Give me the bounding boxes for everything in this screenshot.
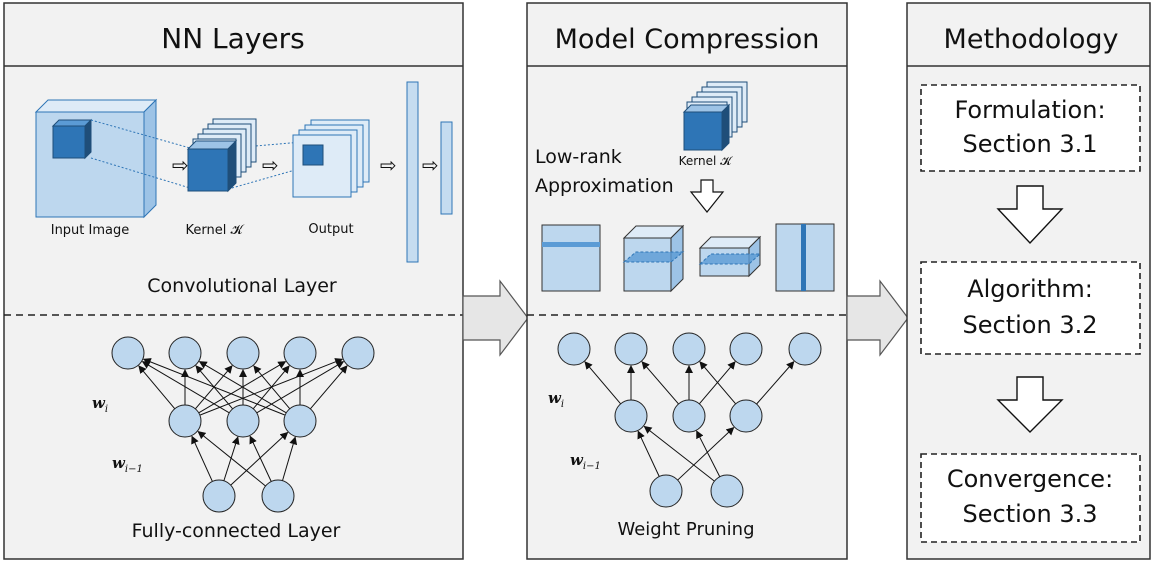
- kernel-label: Kernel 𝓚: [185, 223, 244, 238]
- edge-arrow: [253, 365, 291, 410]
- flow-arrow-icon: ⇨: [422, 153, 439, 177]
- weight-label-wi: wi: [548, 389, 564, 410]
- edge-arrow: [310, 365, 348, 410]
- neuron-node: [226, 336, 260, 370]
- methodology-title: Methodology: [944, 24, 1119, 55]
- neuron-node: [729, 399, 763, 433]
- edge-arrow: [230, 431, 289, 486]
- big-arrow-icon: [462, 279, 529, 357]
- neuron-node: [614, 332, 648, 366]
- edge-arrow: [198, 361, 287, 414]
- edge-arrow: [141, 361, 230, 414]
- down-arrow-icon: [689, 179, 725, 213]
- edge-arrow: [696, 430, 721, 477]
- neuron-node: [226, 404, 260, 438]
- weight-label-wi-1: wi−1: [570, 451, 601, 472]
- weight-label-wi: wi: [92, 394, 108, 415]
- decomp-tensor-slice: [622, 224, 685, 293]
- down-arrow-icon: [996, 376, 1064, 433]
- edge-group: [584, 361, 795, 482]
- model-compression-panel: Model Compression Low-rank Approximation…: [526, 2, 848, 560]
- edge-arrow: [637, 430, 660, 477]
- edge-arrow: [197, 431, 266, 487]
- edge-group: [138, 358, 348, 487]
- big-arrow-icon: [846, 279, 909, 357]
- step-algorithm: Algorithm: Section 3.2: [920, 261, 1141, 355]
- neuron-node: [649, 474, 683, 508]
- edge-arrow: [138, 365, 176, 410]
- flatten-layer-bar: [406, 81, 419, 263]
- kernel-label-small: Kernel 𝓚: [679, 154, 734, 168]
- input-image-label: Input Image: [51, 223, 130, 238]
- weight-pruning-caption: Weight Pruning: [617, 519, 754, 540]
- nn-layers-panel: NN Layers Input Image ⇨: [3, 2, 464, 560]
- step-convergence: Convergence: Section 3.3: [920, 453, 1141, 543]
- input-image: [34, 98, 158, 219]
- neuron-node: [341, 336, 375, 370]
- step-title: Formulation:: [954, 96, 1105, 124]
- step-formulation: Formulation: Section 3.1: [920, 84, 1141, 172]
- neuron-node: [168, 404, 202, 438]
- step-section: Section 3.2: [963, 311, 1098, 339]
- edge-arrow: [641, 361, 679, 405]
- edge-arrow: [223, 436, 240, 481]
- step-title: Convergence:: [947, 465, 1113, 493]
- edge-arrow: [584, 361, 622, 405]
- dense-layer-bar: [440, 121, 453, 215]
- flow-arrow-icon: ⇨: [262, 153, 279, 177]
- lowrank-label-line2: Approximation: [535, 175, 674, 197]
- neuron-node: [672, 332, 706, 366]
- neuron-node: [729, 332, 763, 366]
- neuron-node: [283, 336, 317, 370]
- decomp-matrix-col: [775, 223, 835, 292]
- edge-arrow: [191, 435, 213, 482]
- projection-lines: [90, 119, 303, 189]
- kernel-stack: [186, 118, 257, 193]
- lowrank-label-line1: Low-rank: [535, 146, 622, 168]
- weight-label-wi-1: wi−1: [112, 454, 143, 475]
- neuron-node: [614, 399, 648, 433]
- step-section: Section 3.3: [963, 500, 1098, 528]
- flow-arrow-icon: ⇨: [172, 153, 189, 177]
- step-title: Algorithm:: [967, 275, 1093, 303]
- edge-arrow: [699, 361, 737, 405]
- kernel-stack-small: [682, 81, 748, 152]
- neuron-node: [168, 336, 202, 370]
- output-stack: [292, 119, 370, 198]
- nn-layers-title: NN Layers: [161, 22, 304, 55]
- neuron-node: [788, 332, 822, 366]
- conv-layer-caption: Convolutional Layer: [147, 275, 337, 297]
- output-label: Output: [308, 222, 353, 237]
- edge-arrow: [142, 358, 286, 416]
- decomp-matrix-row: [541, 224, 601, 292]
- neuron-node: [557, 332, 591, 366]
- model-compression-title: Model Compression: [555, 24, 820, 55]
- neuron-node: [111, 336, 145, 370]
- edge-arrow: [677, 426, 735, 481]
- decomp-tensor-flat: [698, 235, 762, 278]
- neuron-node: [283, 404, 317, 438]
- neuron-node: [710, 474, 744, 508]
- edge-arrow: [282, 436, 298, 481]
- edge-arrow: [643, 425, 715, 482]
- fc-network: [111, 336, 375, 513]
- step-section: Section 3.1: [963, 130, 1098, 158]
- neuron-node: [672, 399, 706, 433]
- methodology-panel: Methodology Formulation: Section 3.1 Alg…: [906, 2, 1151, 560]
- down-arrow-icon: [996, 185, 1064, 245]
- pruned-network: [557, 332, 822, 508]
- edge-arrow: [249, 435, 272, 482]
- edge-arrow: [756, 361, 795, 405]
- fc-layer-caption: Fully-connected Layer: [132, 520, 341, 542]
- neuron-node: [261, 479, 295, 513]
- flow-arrow-icon: ⇨: [380, 153, 397, 177]
- neuron-node: [202, 479, 236, 513]
